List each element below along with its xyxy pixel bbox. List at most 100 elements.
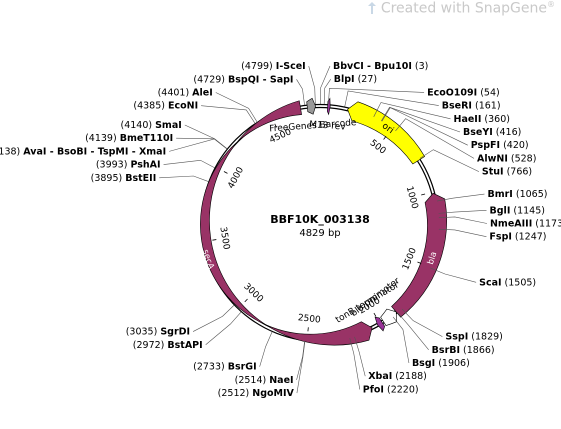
watermark-text: Created with SnapGene [380, 0, 547, 17]
site-position: (1247) [512, 232, 547, 243]
site-line-bmri [436, 193, 485, 202]
snapgene-logo-icon [367, 1, 376, 14]
site-line-alwni [395, 118, 475, 159]
site-position: (2220) [384, 384, 419, 395]
site-label-sgrdi: (3035) SgrDI [126, 327, 190, 338]
site-label-bbvci-bpu10i: BbvCI - Bpu10I (3) [333, 61, 428, 72]
site-line-bspqi-sapi [296, 79, 305, 106]
site-name: NgoMIV [252, 388, 294, 399]
site-position: (1829) [468, 332, 503, 343]
site-label-bmet110i: (4139) BmeT110I [85, 133, 173, 144]
site-name: AleI [192, 88, 213, 99]
site-label-xbai: XbaI (2188) [368, 371, 427, 382]
site-position: (2733) [193, 362, 228, 373]
sites-layer: BbvCI - Bpu10I (3)BlpI (27)EcoO109I (54)… [0, 61, 561, 399]
site-name: I-SceI [276, 61, 306, 72]
site-name: BglI [490, 205, 511, 216]
site-label-alei: (4401) AleI [158, 88, 213, 99]
site-name: PspFI [471, 140, 500, 151]
site-position: (528) [508, 153, 537, 164]
site-label-pfoi: PfoI (2220) [363, 384, 419, 395]
site-position: (766) [504, 167, 533, 178]
site-line-fspi [438, 228, 487, 237]
site-name: ScaI [479, 277, 501, 288]
site-name: SmaI [155, 120, 182, 131]
site-position: (360) [481, 114, 510, 125]
site-position: (1505) [502, 277, 537, 288]
site-position: (1866) [460, 345, 495, 356]
tick-label-1000: 1000 [404, 185, 420, 210]
site-position: (2512) [218, 388, 253, 399]
tick-label-500: 500 [368, 138, 388, 157]
site-position: (1906) [435, 358, 470, 369]
site-line-naei [296, 340, 305, 380]
site-position: (1173) [532, 218, 561, 229]
site-label-bsgi: BsgI (1906) [412, 358, 470, 369]
site-position: (4139) [85, 133, 120, 144]
feature-bla [391, 192, 447, 318]
site-line-blpi [323, 79, 331, 105]
site-name: StuI [482, 167, 504, 178]
site-position: (416) [493, 127, 522, 138]
site-name: PfoI [363, 384, 384, 395]
feature-tonb-terminator [374, 316, 386, 332]
tick-label-1500: 1500 [401, 246, 419, 271]
site-label-stui: StuI (766) [482, 167, 532, 178]
site-name: BstAPI [167, 340, 202, 351]
site-name: SgrDI [160, 327, 190, 338]
watermark-mark: ® [547, 0, 555, 9]
site-line-bsteii [159, 175, 209, 182]
site-line-avai-bsobi-tspmi-xmai [169, 138, 228, 152]
site-name: BmrI [487, 189, 512, 200]
site-line-pshai [163, 159, 215, 168]
site-name: BstEII [125, 173, 156, 184]
feature-seca [200, 100, 373, 346]
tick-mark-500 [383, 136, 387, 140]
site-position: (4729) [193, 74, 228, 85]
site-position: (3035) [126, 327, 161, 338]
feature-freegenes-barcode [306, 97, 316, 115]
site-name: BmeT110I [120, 133, 173, 144]
site-line-bbvci-bpu10i [320, 65, 331, 105]
site-line-bsgi [392, 316, 410, 364]
site-line-scai [430, 267, 477, 283]
site-name: BlpI [334, 74, 355, 85]
site-name: BsrBI [432, 345, 460, 356]
site-name: BbvCI - Bpu10I [333, 61, 412, 72]
site-position: (4138) [0, 146, 23, 157]
site-position: (2514) [235, 375, 270, 386]
site-line-nmeaiii [438, 216, 488, 224]
tick-mark-3500 [212, 239, 217, 241]
site-line-i-scei [308, 66, 316, 105]
site-label-econi: (4385) EcoNI [133, 101, 198, 112]
site-label-fspi: FspI (1247) [489, 232, 546, 243]
plasmid-size: 4829 bp [299, 228, 340, 239]
site-position: (4385) [133, 101, 168, 112]
site-position: (1145) [510, 205, 545, 216]
watermark: Created with SnapGene® [367, 0, 555, 17]
site-name: AlwNI [477, 153, 508, 164]
site-line-ecoo109i [328, 88, 425, 105]
feature-label-bla: bla [426, 251, 439, 266]
site-name: BseRI [442, 101, 472, 112]
tick-label-3500: 3500 [217, 226, 231, 250]
site-label-alwni: AlwNI (528) [477, 153, 536, 164]
site-label-naei: (2514) NaeI [235, 375, 294, 386]
site-label-nmeaiii: NmeAIII (1173) [490, 218, 561, 229]
tick-mark-1500 [417, 261, 422, 264]
tick-mark-1000 [421, 193, 426, 196]
site-label-ngomiv: (2512) NgoMIV [218, 388, 295, 399]
site-name: EcoNI [168, 101, 198, 112]
site-line-bgli [438, 209, 487, 214]
site-label-bsteii: (3895) BstEII [91, 173, 157, 184]
site-label-pspfi: PspFI (420) [471, 140, 529, 151]
site-line-haeii [373, 102, 451, 120]
site-name: FspI [489, 232, 511, 243]
feature-bla-promoter [380, 308, 398, 326]
site-position: (4140) [120, 120, 155, 131]
site-position: (2188) [392, 371, 427, 382]
site-position: (4799) [241, 61, 276, 72]
site-label-blpi: BlpI (27) [334, 74, 377, 85]
tick-mark-4000 [223, 171, 228, 174]
